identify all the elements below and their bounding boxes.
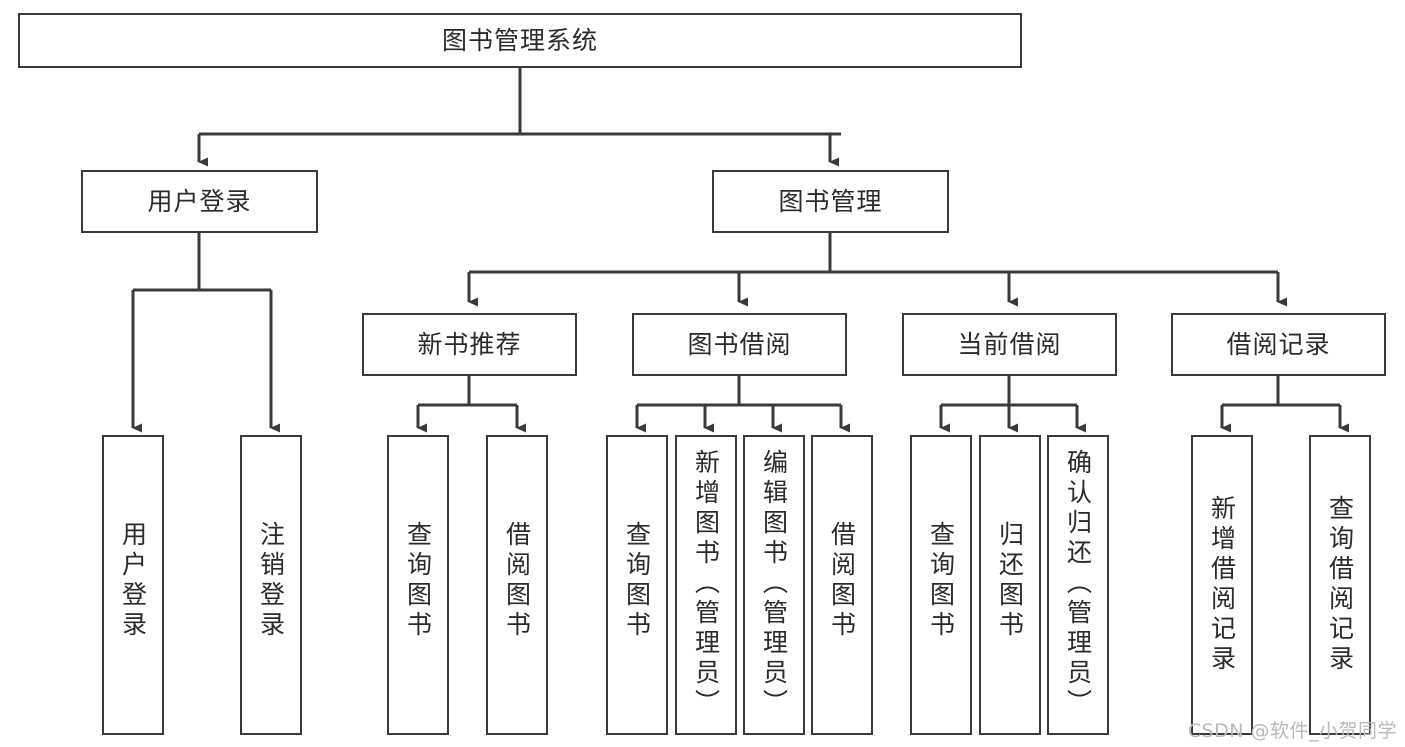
leaf-book-borrow-edit-book-admin[interactable]: 编辑图书（管理员） [743,435,805,735]
node-label: 查询图书 [622,521,652,641]
leaf-current-borrow-return-books[interactable]: 归还图书 [979,435,1041,735]
leaf-borrow-record-add-record[interactable]: 新增借阅记录 [1191,435,1253,735]
node-user-login[interactable]: 用户登录 [81,170,318,233]
leaf-current-borrow-confirm-return-admin[interactable]: 确认归还（管理员） [1047,435,1109,735]
node-label: 查询图书 [403,521,433,641]
node-label: 新增借阅记录 [1207,495,1237,675]
csdn-watermark: CSDN @软件_小贺同学 [1187,720,1397,742]
leaf-current-borrow-query-books[interactable]: 查询图书 [910,435,972,735]
node-current-borrow[interactable]: 当前借阅 [902,313,1117,376]
node-book-management[interactable]: 图书管理 [712,170,949,233]
leaf-borrow-record-query-record[interactable]: 查询借阅记录 [1309,435,1371,735]
node-label: 编辑图书（管理员） [759,449,789,719]
node-label: 借阅图书 [827,521,857,641]
leaf-book-borrow-borrow-books[interactable]: 借阅图书 [811,435,873,735]
leaf-new-book-query-books[interactable]: 查询图书 [387,435,449,735]
node-label: 用户登录 [147,186,252,216]
leaf-user-login-login[interactable]: 用户登录 [102,435,164,735]
node-label: 图书管理系统 [441,25,598,55]
node-label: 注销登录 [256,521,286,641]
node-label: 图书管理 [778,186,883,216]
node-label: 图书借阅 [687,329,792,359]
leaf-new-book-borrow-books[interactable]: 借阅图书 [486,435,548,735]
node-label: 新增图书（管理员） [691,449,721,719]
node-label: 借阅记录 [1226,329,1331,359]
node-new-book-recommend[interactable]: 新书推荐 [362,313,577,376]
node-label: 新书推荐 [417,329,522,359]
node-label: 用户登录 [118,521,148,641]
node-label: 当前借阅 [957,329,1062,359]
node-label: 查询图书 [926,521,956,641]
node-label: 借阅图书 [502,521,532,641]
node-label: 归还图书 [995,521,1025,641]
leaf-book-borrow-add-book-admin[interactable]: 新增图书（管理员） [675,435,737,735]
node-label: 查询借阅记录 [1325,495,1355,675]
node-root-book-management-system[interactable]: 图书管理系统 [18,13,1022,68]
node-book-borrow[interactable]: 图书借阅 [632,313,847,376]
node-label: 确认归还（管理员） [1063,449,1093,719]
leaf-user-login-logout[interactable]: 注销登录 [240,435,302,735]
node-borrow-record[interactable]: 借阅记录 [1171,313,1386,376]
leaf-book-borrow-query-books[interactable]: 查询图书 [606,435,668,735]
